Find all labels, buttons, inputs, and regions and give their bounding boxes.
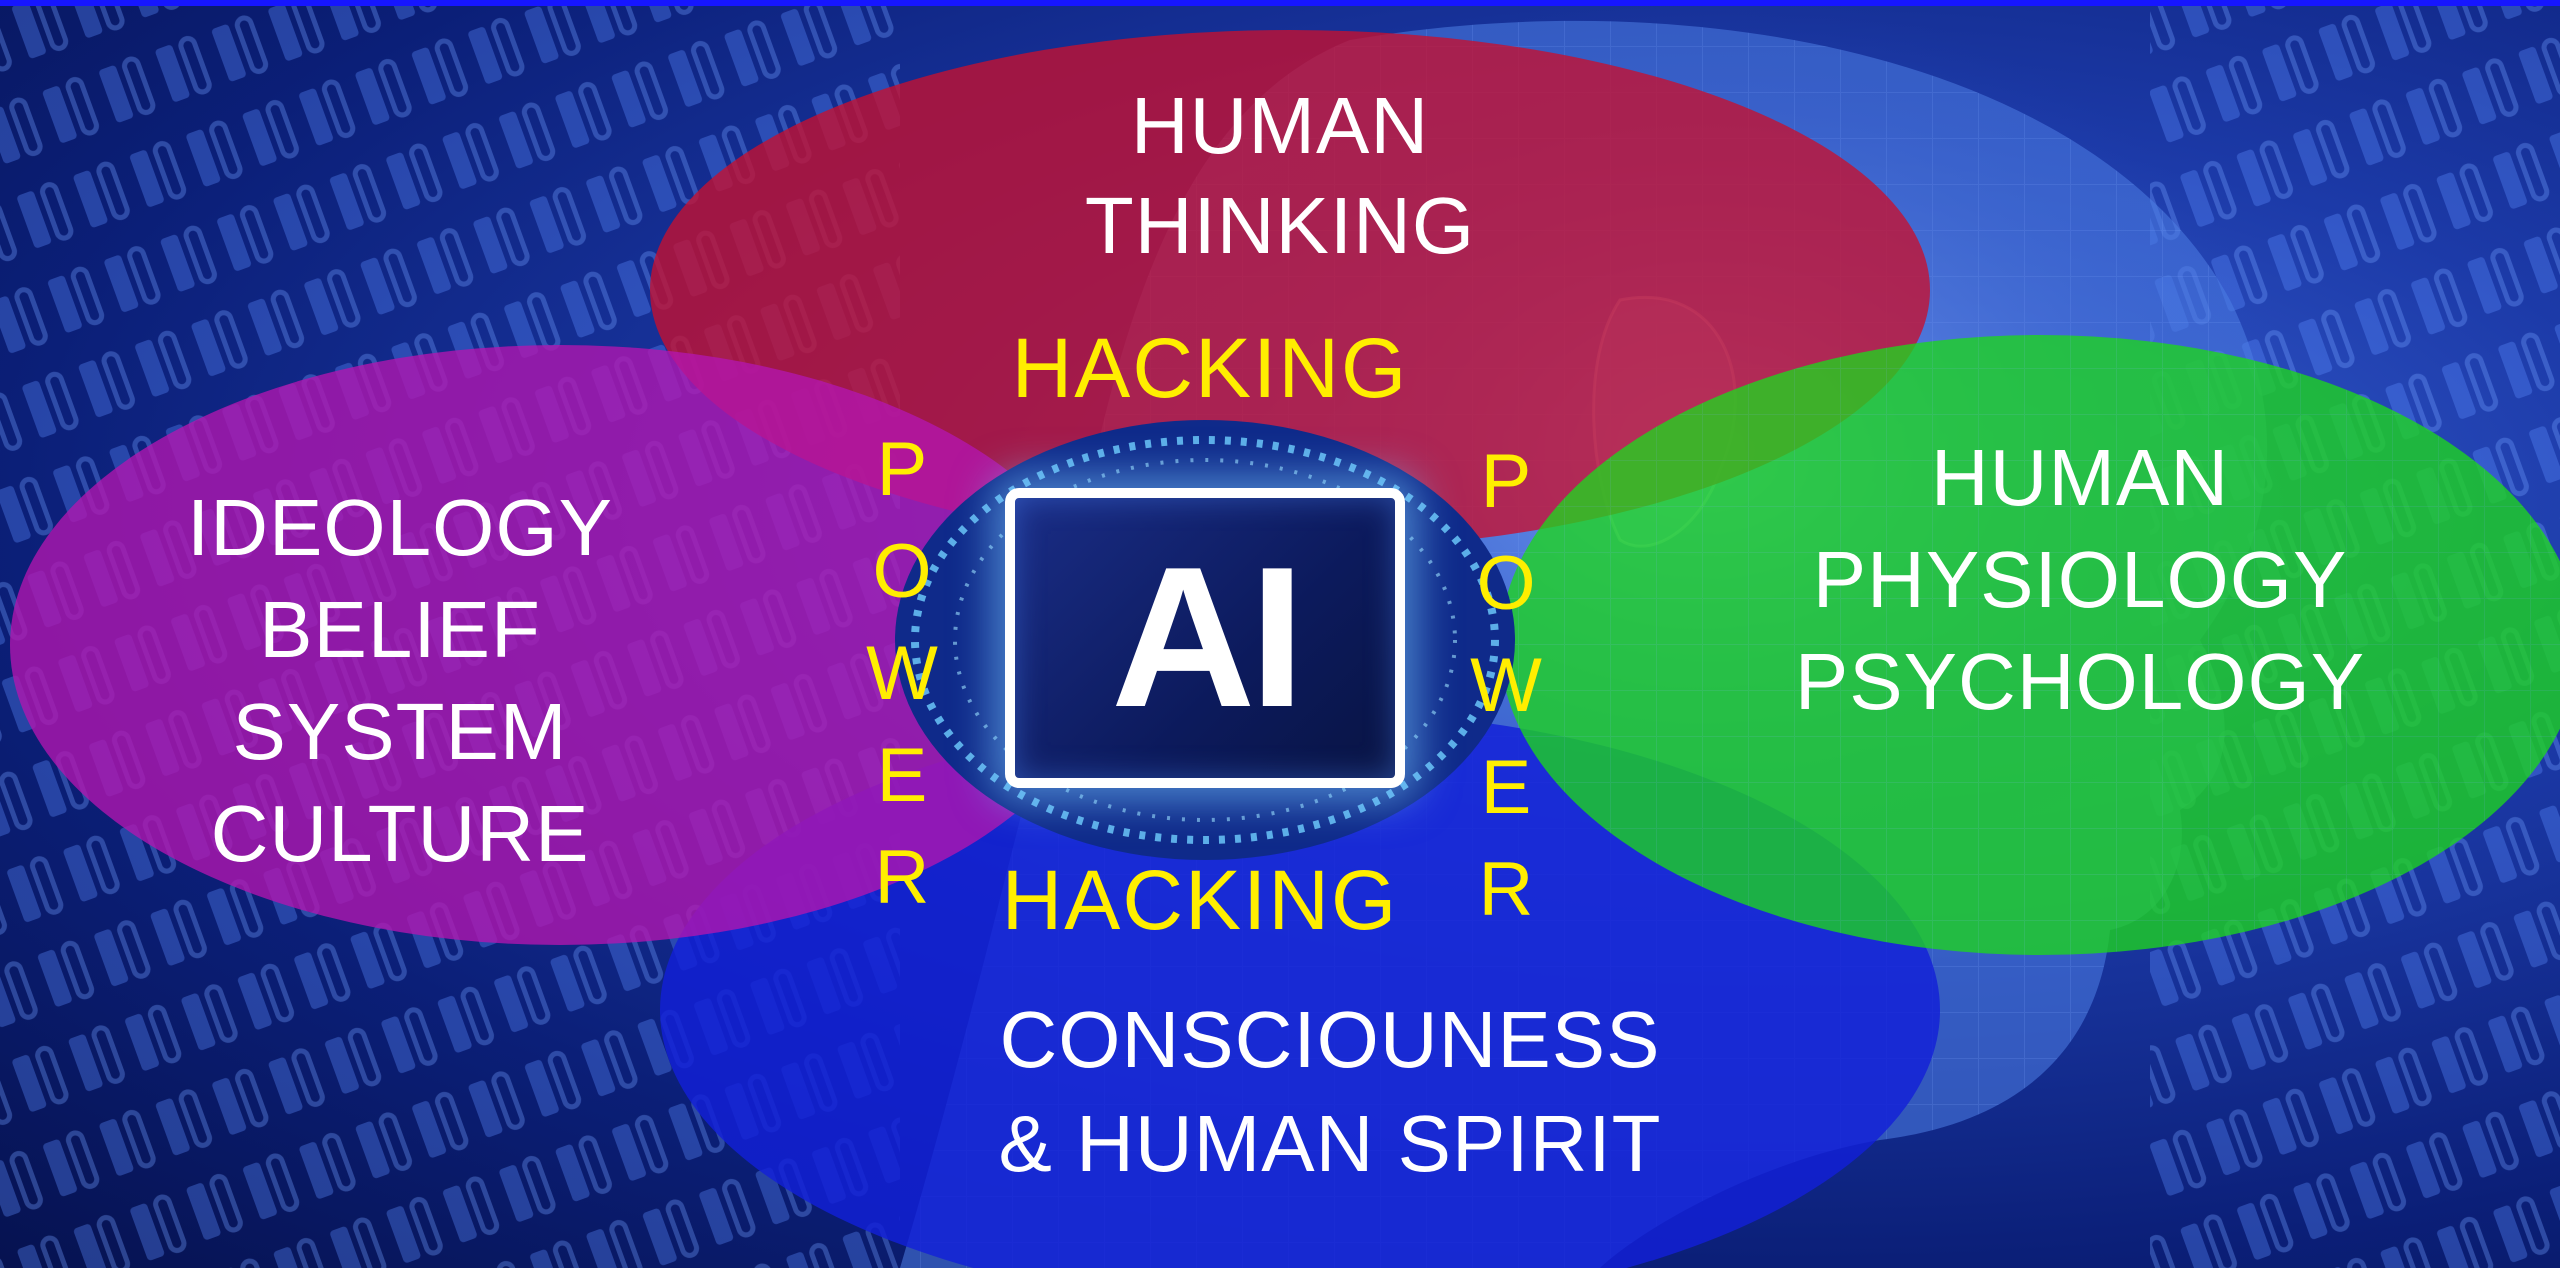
- label-consciousness-line1: CONSCIOUNESS: [999, 995, 1661, 1084]
- label-physiology-line1: HUMAN: [1930, 433, 2230, 522]
- power-left-letter: W: [866, 631, 938, 716]
- label-human-thinking-line2: THINKING: [1084, 181, 1476, 270]
- power-left-letter: O: [872, 529, 932, 614]
- power-left-letter: R: [874, 835, 930, 920]
- label-physiology-line3: PSYCHOLOGY: [1794, 637, 2366, 726]
- label-ideology-line2: BELIEF: [259, 585, 541, 674]
- label-ideology-line4: CULTURE: [210, 789, 590, 878]
- power-left-letter: P: [876, 427, 928, 512]
- ai-chip-icon: AI: [1005, 488, 1405, 788]
- label-ideology-line1: IDEOLOGY: [187, 483, 613, 572]
- label-consciousness: CONSCIOUNESS & HUMAN SPIRIT: [900, 1000, 1760, 1184]
- label-hacking-bottom: HACKING: [1001, 853, 1399, 947]
- label-power-right: P O W E R: [1466, 444, 1546, 954]
- label-power-left: P O W E R: [862, 432, 942, 942]
- label-ideology-line3: SYSTEM: [232, 687, 568, 776]
- label-human-thinking-line1: HUMAN: [1130, 81, 1430, 170]
- ai-chip-label: AI: [1111, 526, 1305, 749]
- ellipse-consciousness: [660, 710, 1940, 1268]
- label-physiology: HUMAN PHYSIOLOGY PSYCHOLOGY: [1780, 438, 2380, 722]
- power-right-letter: O: [1476, 541, 1536, 626]
- label-physiology-line2: PHYSIOLOGY: [1812, 535, 2348, 624]
- label-human-thinking: HUMAN THINKING: [1030, 86, 1530, 266]
- power-right-letter: R: [1478, 847, 1534, 932]
- label-ideology: IDEOLOGY BELIEF SYSTEM CULTURE: [150, 488, 650, 874]
- ellipse-ideology: [10, 345, 1110, 945]
- label-hacking-top: HACKING: [1011, 321, 1409, 415]
- power-right-letter: E: [1480, 745, 1532, 830]
- power-right-letter: W: [1470, 643, 1542, 728]
- ellipse-human-thinking: [650, 30, 1930, 550]
- top-bar: [0, 0, 2560, 6]
- power-left-letter: E: [876, 733, 928, 818]
- power-right-letter: P: [1480, 439, 1532, 524]
- label-consciousness-line2: & HUMAN SPIRIT: [998, 1099, 1662, 1188]
